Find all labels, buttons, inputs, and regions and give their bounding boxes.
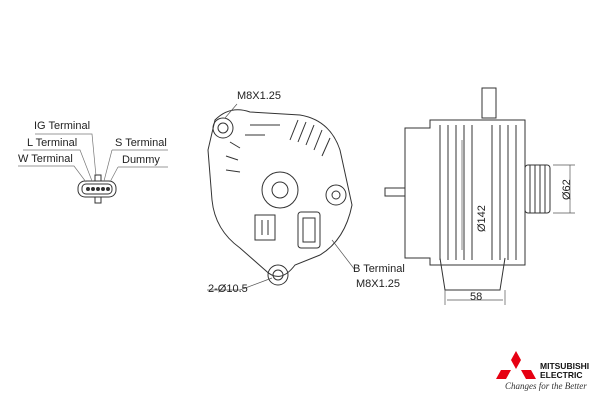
dummy-terminal-label: Dummy (122, 154, 160, 166)
length-label: 58 (470, 291, 483, 303)
ig-terminal-label: IG Terminal (34, 120, 91, 132)
mount-holes-label: 2-Ø10.5 (208, 283, 248, 295)
side-view-drawing (384, 87, 575, 305)
brand-name-line2: ELECTRIC (540, 370, 583, 380)
pulley-diameter-label: Ø62 (561, 179, 573, 200)
body-diameter-label: Ø142 (476, 205, 488, 232)
brand-name: MITSUBISHI ELECTRIC (540, 362, 589, 380)
brand-name-line1: MITSUBISHI (540, 361, 590, 371)
top-thread-label: M8X1.25 (237, 90, 282, 102)
b-terminal-thread-label: M8X1.25 (356, 278, 401, 290)
s-terminal-label: S Terminal (115, 137, 167, 149)
connector-drawing (18, 133, 168, 204)
mitsubishi-logo-icon (496, 351, 536, 379)
front-view-drawing (207, 103, 356, 291)
brand-tagline: Changes for the Better (505, 381, 587, 391)
b-terminal-label: B Terminal (353, 263, 405, 275)
w-terminal-label: W Terminal (18, 153, 73, 165)
l-terminal-label: L Terminal (27, 137, 78, 149)
